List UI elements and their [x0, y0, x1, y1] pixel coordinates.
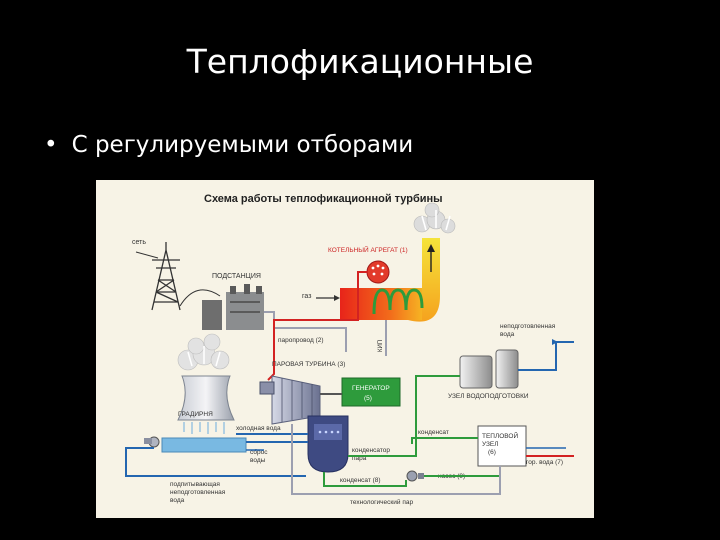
label-generator: ГЕНЕРАТОР: [352, 385, 390, 392]
bullet-text: С регулируемыми отборами: [71, 132, 414, 158]
diagram-title: Схема работы теплофикационной турбины: [204, 193, 443, 205]
label-cold-water: холодная вода: [236, 425, 281, 432]
label-drain-2: воды: [250, 457, 266, 464]
label-water-treatment: УЗЕЛ ВОДОПОДГОТОВКИ: [448, 393, 529, 400]
slide-title: Теплофикационные: [186, 42, 534, 81]
turbine-diagram: Схема работы теплофикационной турбины се…: [96, 180, 594, 518]
label-makeup-3: вода: [170, 497, 185, 504]
treatment-tank-left: [459, 355, 493, 389]
label-raw-water-2: вода: [500, 331, 515, 338]
substation-icon: [179, 284, 264, 330]
label-makeup-2: неподготовленная: [170, 489, 226, 496]
label-drain-1: сброс: [250, 448, 268, 456]
label-hot-water: гор. вода (7): [526, 459, 563, 466]
generator: [341, 377, 401, 407]
label-condenser-1: конденсатор: [352, 447, 390, 454]
cooling-tower: [177, 375, 235, 421]
label-heat-node-2: УЗЕЛ: [482, 441, 499, 448]
label-makeup-1: подпитывающая: [170, 481, 220, 488]
boiler-chimney: [408, 238, 440, 322]
label-kip: КИП: [378, 340, 384, 352]
cooling-basin: [161, 437, 247, 453]
label-steam-turbine: ПАРОВАЯ ТУРБИНА (3): [272, 361, 345, 368]
label-gas: газ: [302, 293, 311, 300]
treatment-tank-right: [495, 349, 519, 389]
label-steam-pipe: паропровод (2): [278, 337, 324, 344]
steam-pipe: [267, 271, 368, 381]
label-process-steam: технологический пар: [350, 498, 413, 506]
pump-icon: [406, 470, 424, 482]
label-substation: ПОДСТАНЦИЯ: [212, 273, 261, 280]
label-heat-node-3: (6): [488, 449, 496, 456]
power-pylon-icon: [151, 242, 181, 311]
label-heat-node-1: ТЕПЛОВОЙ: [482, 431, 518, 440]
bullet-dot: •: [44, 132, 58, 158]
bullet-item: • С регулируемыми отборами: [44, 132, 413, 158]
heat-node: [477, 425, 527, 467]
label-generator-num: (5): [364, 395, 372, 402]
label-cooling-tower: ГРАДИРНЯ: [178, 411, 213, 418]
label-boiler: КОТЕЛЬНЫЙ АГРЕГАТ (1): [328, 245, 408, 254]
label-condensate-top: конденсат: [418, 429, 449, 436]
label-condensate-bottom: конденсат (8): [340, 477, 381, 484]
label-grid: сеть: [132, 239, 146, 246]
label-condenser-2: пара: [352, 455, 367, 462]
boiler-drum: [366, 260, 390, 284]
label-raw-water-1: неподготовленная: [500, 323, 556, 330]
makeup-pump-icon: [144, 436, 160, 448]
